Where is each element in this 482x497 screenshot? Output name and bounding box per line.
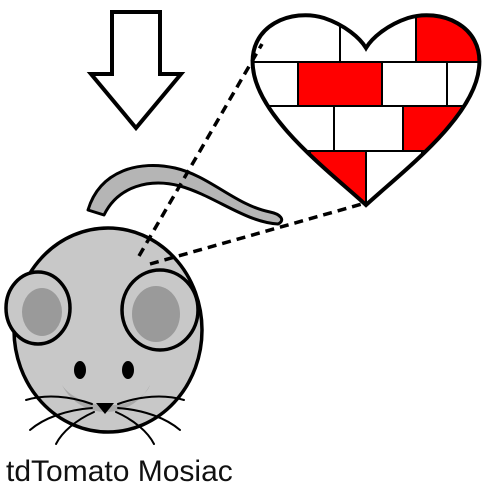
diagram-caption: tdTomato Mosiac [6,455,233,489]
mosaic-red-cell [403,106,482,151]
down-arrow-icon [91,12,181,128]
mosaic-red-cell [298,62,382,106]
heart-icon [240,0,482,220]
mouse-icon [6,165,282,444]
